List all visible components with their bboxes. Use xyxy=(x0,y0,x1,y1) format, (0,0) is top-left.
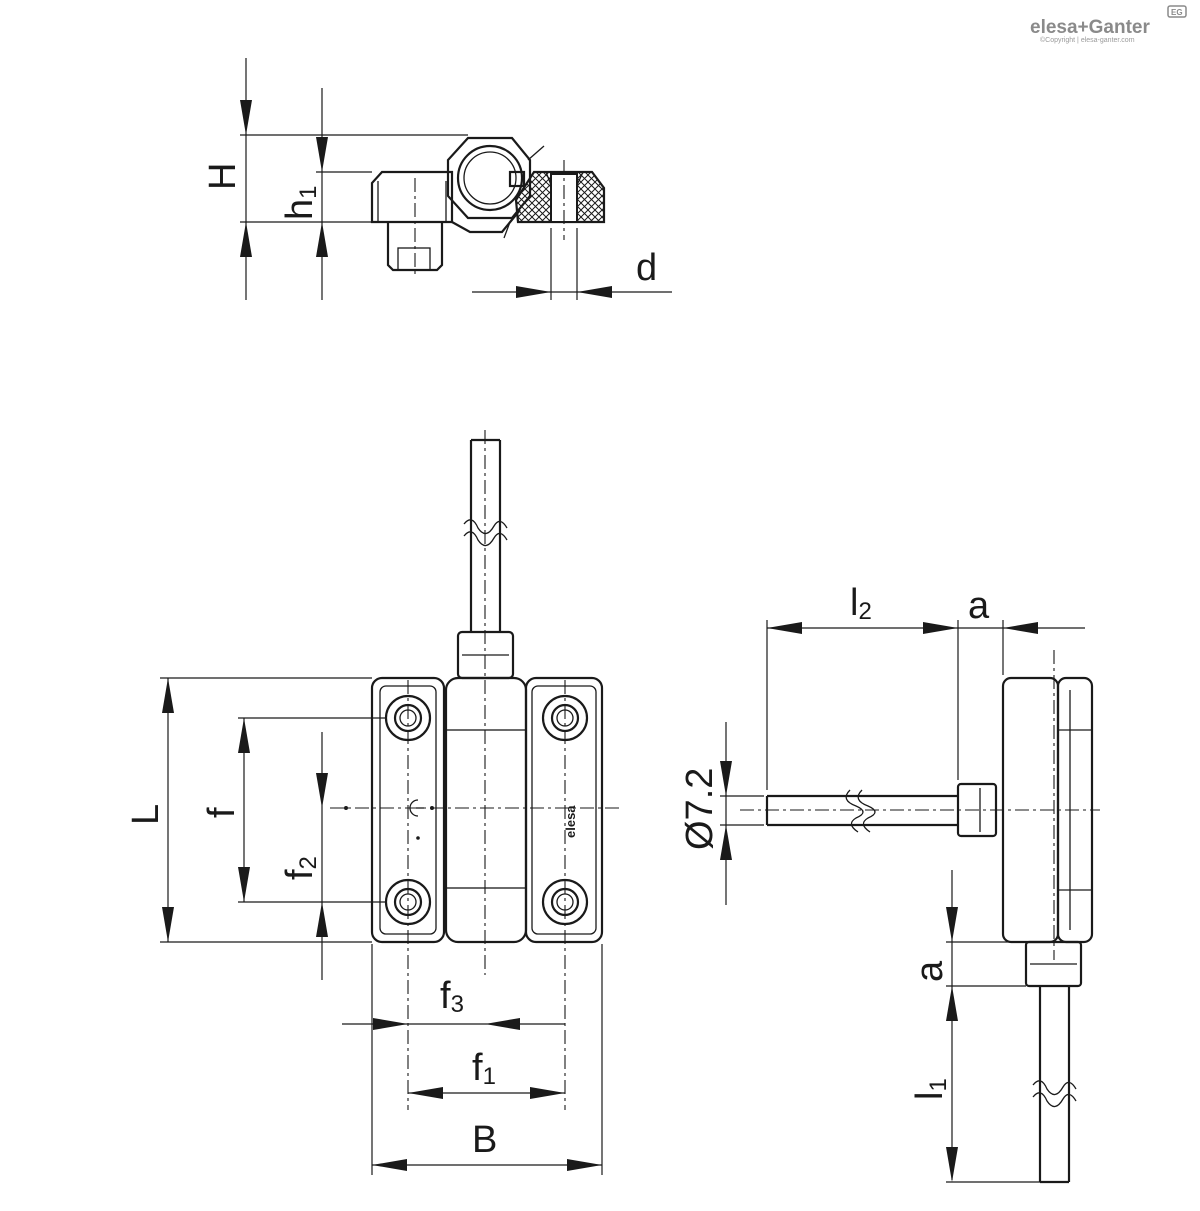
top-view: H h1 d xyxy=(202,58,672,300)
dim-B: B xyxy=(472,1119,497,1161)
dim-diameter: Ø7.2 xyxy=(679,768,721,850)
product-marking: elesa xyxy=(563,805,578,838)
dim-f1: f1 xyxy=(472,1047,496,1090)
brand-copyright: ©Copyright | elesa-ganter.com xyxy=(1040,36,1135,44)
dim-f: f xyxy=(201,807,243,818)
side-view: l2 a Ø7.2 a l1 xyxy=(679,582,1100,1184)
dim-f2: f2 xyxy=(279,856,322,880)
dim-l2: l2 xyxy=(850,582,872,625)
brand-badge: EG xyxy=(1171,8,1183,17)
front-view: elesa L f f2 f3 f1 xyxy=(125,430,620,1175)
brand-badge-frame xyxy=(1167,5,1187,18)
dim-h1: h1 xyxy=(279,186,322,221)
brand-name: elesa+Ganter xyxy=(1030,17,1150,38)
dim-a-side: a xyxy=(909,960,951,982)
brand-logo: elesa+Ganter EG ©Copyright | elesa-gante… xyxy=(1030,5,1187,44)
dim-a-top: a xyxy=(968,585,990,627)
dim-d: d xyxy=(636,247,657,289)
dim-f3: f3 xyxy=(440,975,464,1018)
dim-l1: l1 xyxy=(909,1078,952,1100)
dim-L: L xyxy=(125,804,167,825)
dim-H: H xyxy=(202,163,244,190)
